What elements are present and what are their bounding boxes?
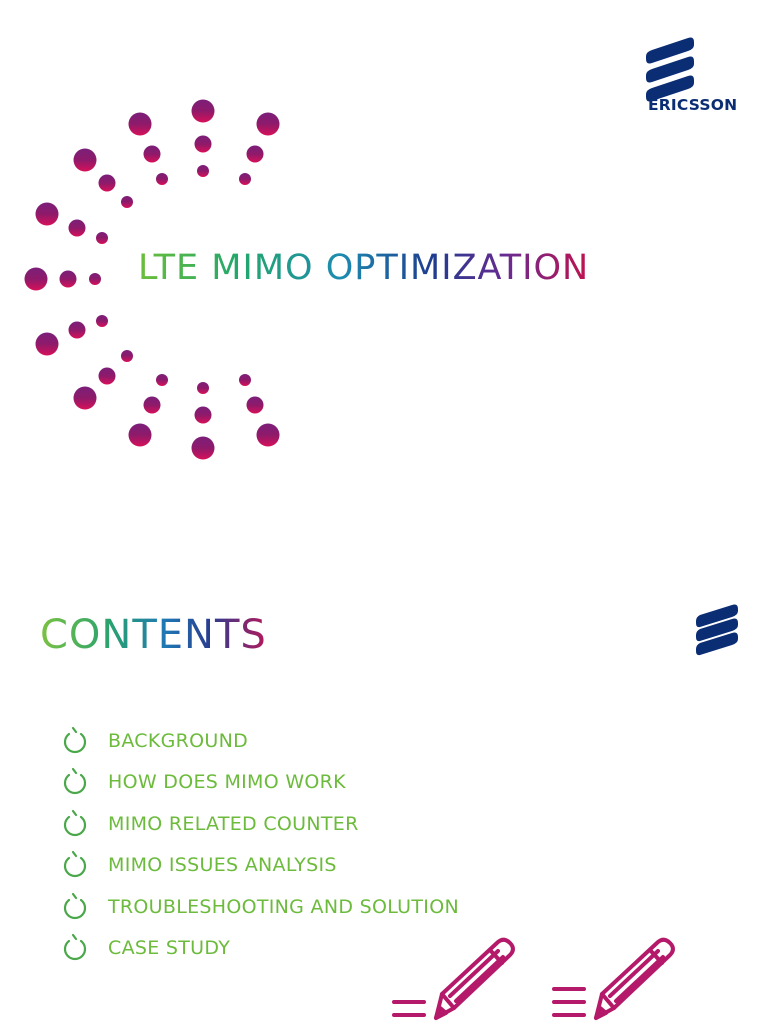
list-item: HOW DOES MIMO WORK: [60, 762, 459, 804]
power-icon: [63, 934, 87, 961]
list-item: MIMO RELATED COUNTER: [60, 803, 459, 845]
list-item: MIMO ISSUES ANALYSIS: [60, 845, 459, 887]
list-item: TROUBLESHOOTING AND SOLUTION: [60, 886, 459, 928]
ericsson-logo-icon: [646, 37, 694, 102]
ericsson-logo-icon: [696, 604, 738, 656]
list-item-label: MIMO ISSUES ANALYSIS: [108, 854, 337, 877]
power-icon: [63, 851, 87, 878]
power-icon: [63, 892, 87, 919]
power-icon: [63, 768, 87, 795]
pencil-icon: [552, 937, 675, 1020]
list-item-label: TROUBLESHOOTING AND SOLUTION: [108, 895, 459, 918]
contents-heading: CONTENTS: [40, 608, 267, 662]
list-item: BACKGROUND: [60, 720, 459, 762]
title-slide: LTE MIMO OPTIMIZATION ERICSSON: [0, 0, 768, 510]
list-item-label: CASE STUDY: [108, 937, 231, 960]
dot-burst-graphic: [24, 99, 280, 460]
list-item: CASE STUDY: [60, 928, 459, 970]
brand-wordmark: ERICSSON: [648, 96, 738, 114]
power-icon: [63, 726, 87, 753]
power-icon: [63, 809, 87, 836]
pencil-icon: [392, 937, 515, 1020]
list-item-label: HOW DOES MIMO WORK: [108, 771, 346, 794]
contents-slide: CONTENTS BACKGROUND HOW DOES MIMO WORK: [0, 560, 768, 1024]
contents-list: BACKGROUND HOW DOES MIMO WORK MIMO RELAT…: [60, 720, 459, 969]
list-item-label: BACKGROUND: [108, 729, 249, 752]
presentation-title: LTE MIMO OPTIMIZATION: [138, 244, 589, 292]
list-item-label: MIMO RELATED COUNTER: [108, 812, 359, 835]
